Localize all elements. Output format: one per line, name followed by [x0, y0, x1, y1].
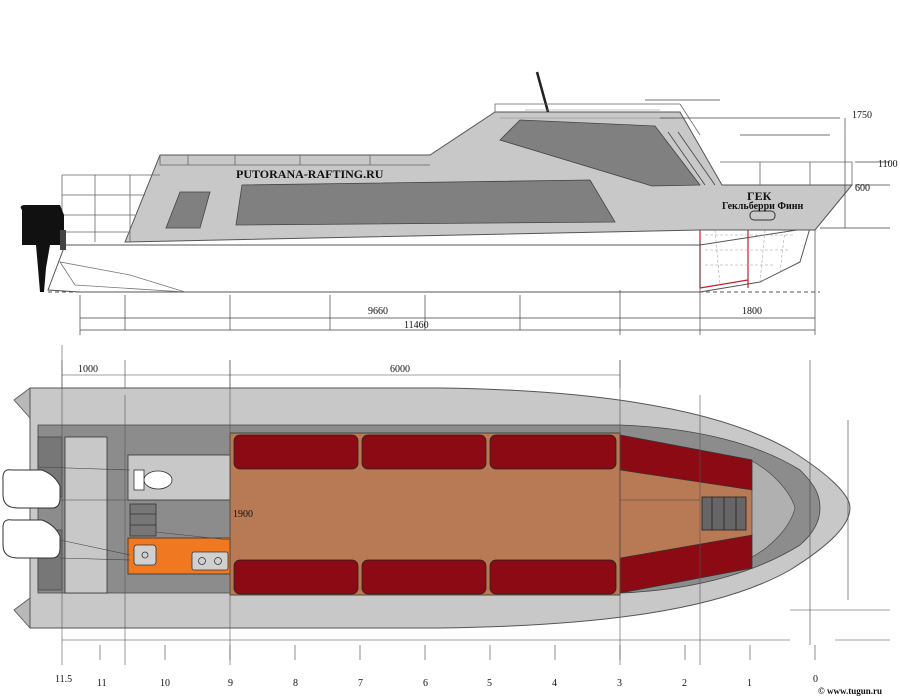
seat-upper-2	[361, 434, 487, 470]
station-label: 6	[423, 678, 428, 689]
galley-steps-lines	[130, 513, 156, 526]
motor-mount	[60, 230, 66, 250]
cabin-main-window	[235, 179, 616, 226]
seat-upper-3	[489, 434, 617, 470]
stove-burner-1	[198, 557, 206, 565]
station-lines	[61, 345, 701, 665]
seat-lower-1	[233, 559, 359, 595]
dim-bow-section: 1800	[742, 306, 762, 317]
galley-sink	[133, 544, 157, 566]
bow-construction-lines	[705, 229, 795, 286]
outboard-motor-top-1	[2, 469, 61, 509]
cabin-door-lines	[667, 131, 716, 186]
stove-burner-2	[214, 557, 222, 565]
stern-window	[165, 191, 211, 229]
side-view: PUTORANA-RAFTING.RU ГЕК Гекльберри Финн …	[20, 71, 898, 335]
boat-name: ГЕК	[747, 189, 772, 203]
seat-lower-3	[489, 559, 617, 595]
side-dim-heights	[645, 99, 890, 229]
sink-drain	[141, 551, 149, 559]
toilet-bowl	[143, 470, 173, 490]
watermark: © www.tugun.ru	[818, 686, 882, 696]
porthole	[749, 210, 776, 221]
dim-cabin-length: 6000	[390, 364, 410, 375]
bow-steps-lines	[711, 497, 737, 530]
station-label: 2	[682, 678, 687, 689]
toilet-tank	[133, 469, 145, 491]
outboard-motor-top-2	[2, 519, 61, 559]
station-label-row: 11.5 11 10 9 8 7 6 5 4 3 2 1 0	[55, 674, 818, 689]
website-label: PUTORANA-RAFTING.RU	[236, 167, 384, 181]
dim-beam: 1900	[233, 509, 253, 520]
station-label: 11.5	[55, 674, 72, 685]
station-label: 1	[747, 678, 752, 689]
galley-steps	[129, 503, 157, 537]
plan-view: 1000 6000 1900 11.5 11 10 9 8 7 6 5 4 3 …	[2, 345, 890, 689]
station-label: 10	[160, 678, 170, 689]
seat-upper-1	[233, 434, 359, 470]
outboard-motor	[20, 205, 65, 292]
station-label: 9	[228, 678, 233, 689]
cabin-windshield	[499, 119, 701, 187]
dim-height-top: 1750	[852, 110, 872, 121]
antenna	[535, 71, 550, 113]
station-label: 5	[487, 678, 492, 689]
station-label: 7	[358, 678, 363, 689]
side-rail-top	[500, 109, 675, 119]
dim-stern-section: 1000	[78, 364, 98, 375]
station-label: 3	[617, 678, 622, 689]
stern-bench	[64, 436, 108, 594]
galley-stove	[191, 551, 229, 571]
seat-lower-2	[361, 559, 487, 595]
station-label: 0	[813, 674, 818, 685]
station-label: 8	[293, 678, 298, 689]
dim-overall-length: 11460	[404, 320, 429, 331]
dim-waterline-length: 9660	[368, 306, 388, 317]
dim-height-deck: 600	[855, 183, 870, 194]
railing	[61, 103, 853, 242]
station-label: 4	[552, 678, 557, 689]
station-label: 11	[97, 678, 107, 689]
boat-full-name: Гекльберри Финн	[722, 201, 804, 212]
dim-height-mid: 1100	[878, 159, 898, 170]
side-dim-lines	[79, 230, 816, 335]
